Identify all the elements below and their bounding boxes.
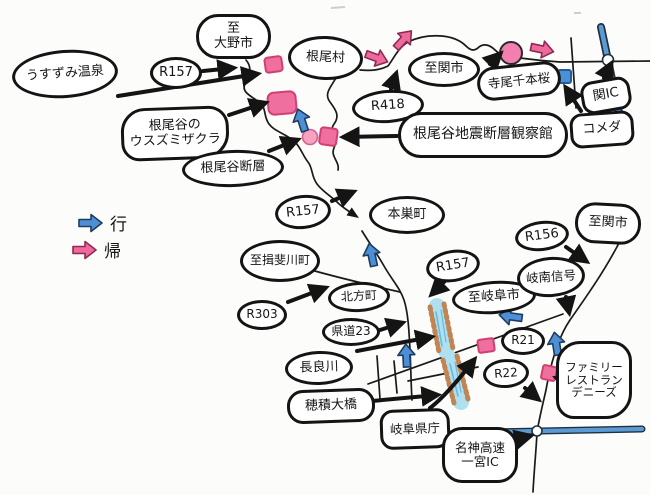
ichinomiya-ic-node — [531, 425, 543, 437]
bubble-dennys: ファミリー レストラン デニーズ — [556, 341, 632, 419]
meishin-expressway — [486, 426, 645, 435]
road-city-street-2 — [393, 360, 398, 394]
arrow-r157-north — [201, 59, 239, 80]
go-arrow-1 — [292, 108, 311, 133]
return-arrow-3 — [529, 40, 555, 59]
arrow-r418 — [381, 69, 401, 93]
bubble-meishin-ichinomiya-ic: 名神高速 一宮IC — [442, 427, 518, 483]
river-streak — [449, 363, 459, 397]
river-streak — [440, 309, 447, 343]
road-r156-diagonal — [532, 242, 620, 493]
arrow-hozumi — [370, 386, 443, 407]
arrow-kendo23 — [378, 317, 407, 338]
bubble-hozumi-ohashi: 穂積大橋 — [286, 387, 376, 425]
bubble-r21: R21 — [501, 327, 545, 355]
bubble-gifu-kencho: 岐阜県庁 — [379, 407, 451, 451]
arrow-usuzumizakura — [227, 98, 270, 118]
river-bank — [440, 357, 457, 406]
bubble-to-seki-city-north: 至関市 — [408, 52, 480, 87]
river-bank — [441, 301, 456, 352]
dennys-marker — [540, 364, 558, 382]
bubble-neodani-quake-museum: 根尾谷地震断層観察館 — [398, 112, 568, 158]
bubble-r303: R303 — [237, 300, 287, 330]
go-arrow-2 — [362, 242, 381, 268]
bubble-to-ibigawa-town: 至揖斐川町 — [240, 240, 320, 282]
river-bank — [427, 304, 442, 355]
arrow-terao — [481, 50, 504, 73]
arrow-quake-museum — [338, 126, 399, 148]
return-arrow-2 — [392, 30, 413, 52]
legend-return: 帰 — [70, 237, 121, 262]
river-band-upper — [429, 298, 454, 359]
river-streak — [435, 311, 443, 347]
road-r157-wavy-north — [243, 59, 359, 218]
return-arrow-1 — [364, 49, 389, 67]
go-arrow-icon — [78, 213, 103, 232]
bubble-motosu-town: 本巣町 — [369, 196, 445, 234]
arrow-nagara — [355, 329, 437, 353]
road-r21 — [367, 313, 564, 385]
gifu-kencho-marker — [476, 337, 496, 354]
road-city-street-1 — [376, 355, 381, 400]
return-arrow-icon — [72, 240, 97, 259]
neodani-fault-marker — [301, 128, 319, 146]
legend-go: 行 — [76, 210, 127, 235]
roads — [243, 34, 650, 493]
pencil-smudges — [330, 6, 581, 14]
bubble-kendo-23: 県道23 — [322, 318, 380, 346]
arrow-gifu-kencho — [428, 355, 478, 410]
terao-senbonzakura-marker — [499, 41, 523, 65]
arrow-r22 — [519, 380, 542, 403]
bubble-to-ono-city: 至 大野市 — [196, 14, 271, 59]
road-wavy-branch — [326, 77, 340, 171]
usuzumi-onsen-marker — [263, 55, 284, 74]
arrow-r157-mid — [330, 188, 358, 208]
usuzumizakura-marker — [266, 90, 298, 116]
arrow-komeda — [563, 83, 584, 113]
arrow-r156 — [564, 243, 591, 264]
go-arrow-3 — [397, 343, 416, 368]
arrow-r303 — [286, 283, 330, 304]
bubble-to-seki-city-east: 至関市 — [573, 201, 643, 246]
arrow-ginan — [555, 294, 577, 318]
quake-museum-marker — [318, 126, 339, 147]
legend-go-label: 行 — [110, 215, 127, 235]
arrow-r157-south — [428, 275, 451, 298]
bubble-komeda: コメダ — [568, 109, 636, 150]
legend-return-label: 帰 — [104, 242, 121, 262]
arrow-seki-ic — [594, 59, 614, 83]
arrow-neodani-fault — [267, 136, 302, 156]
bubble-r157-north: R157 — [150, 57, 202, 89]
